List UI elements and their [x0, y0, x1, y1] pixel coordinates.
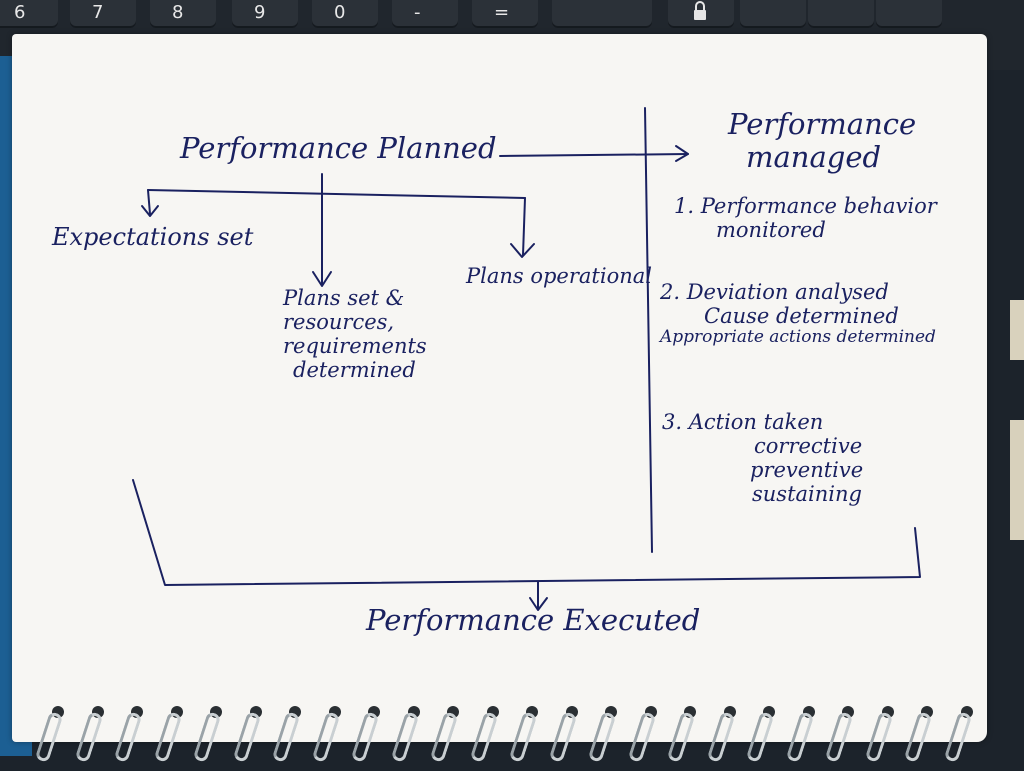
binding-hole — [684, 706, 696, 718]
label-line: 2. Deviation analysed — [660, 280, 889, 304]
key-blank — [876, 0, 942, 28]
arrowhead — [529, 597, 548, 611]
binding-hole — [605, 706, 617, 718]
label-line: corrective — [754, 434, 863, 459]
lock-icon — [694, 1, 706, 20]
step-2: 2. Deviation analysed Cause determined A… — [660, 280, 936, 348]
binding-hole — [960, 706, 973, 718]
node-expectations-set: Expectations set — [52, 223, 254, 251]
node-plans-set: Plans set & resources, requirements dete… — [283, 286, 427, 383]
key-0: 0 — [312, 0, 378, 28]
key-label: - — [414, 2, 421, 23]
key-7: 7 — [70, 0, 136, 28]
arrowhead — [312, 271, 332, 287]
key-label: 7 — [92, 2, 104, 23]
binding-hole — [210, 706, 222, 718]
key-minus: - — [392, 0, 458, 28]
label-line: Appropriate actions determined — [660, 327, 936, 348]
label-line: sustaining — [752, 482, 862, 507]
binding-hole — [842, 706, 854, 718]
binding-hole — [723, 706, 736, 718]
label-line: requirements — [283, 334, 427, 359]
node-performance-planned: Performance Planned — [180, 131, 497, 165]
node-label-line: managed — [746, 140, 882, 175]
key-label: 6 — [14, 2, 26, 23]
binding-hole — [921, 706, 933, 718]
node-performance-executed: Performance Executed — [366, 603, 701, 637]
label-line: resources, — [283, 310, 395, 335]
key-label: 9 — [254, 2, 266, 23]
binding-hole — [368, 706, 380, 718]
binding-hole — [447, 706, 459, 718]
label-line: Plans set & — [283, 286, 405, 310]
binding-hole — [881, 706, 894, 718]
binding-hole — [802, 706, 815, 718]
label-line: 1. Performance behavior — [674, 194, 937, 218]
step-1: 1. Performance behavior monitored — [674, 194, 937, 242]
binding-hole — [91, 706, 104, 718]
binding-hole — [328, 706, 341, 718]
key-label: = — [494, 2, 510, 23]
divider-line — [644, 107, 653, 553]
connector-to-operational — [522, 197, 526, 256]
key-label: 0 — [334, 2, 346, 23]
connector-to-expectations — [147, 189, 151, 215]
arrowhead — [510, 243, 535, 258]
binding-hole — [170, 706, 183, 718]
binding-hole — [486, 706, 499, 718]
key-blank — [808, 0, 874, 28]
node-plans-operational: Plans operational — [466, 264, 652, 288]
step-3: 3. Action taken corrective preventive su… — [662, 410, 863, 507]
binding-hole — [131, 706, 143, 718]
binding-hole — [52, 706, 64, 718]
key-backspace — [552, 0, 652, 28]
binding-hole — [407, 706, 420, 718]
arrowhead — [141, 205, 159, 217]
key-equals: = — [472, 0, 538, 28]
key-6: 6 — [0, 0, 58, 28]
label-line: 3. Action taken — [662, 410, 824, 434]
connector-planned-to-managed — [499, 153, 689, 157]
notebook-page — [12, 34, 987, 742]
label-line: determined — [293, 358, 416, 383]
binding-hole — [249, 706, 262, 718]
binding-hole — [644, 706, 657, 718]
binding-hole — [526, 706, 538, 718]
bottom-bracket — [132, 479, 921, 586]
label-line: Cause determined — [704, 304, 899, 329]
arrowhead — [675, 145, 689, 162]
binding-hole — [289, 706, 301, 718]
node-performance-managed: Performance managed — [728, 107, 917, 175]
key-8: 8 — [150, 0, 216, 28]
branch-line — [147, 189, 526, 199]
label-line: monitored — [716, 218, 826, 243]
binding-hole — [565, 706, 578, 718]
key-label: 8 — [172, 2, 184, 23]
background-paper — [1010, 300, 1024, 360]
key-blank — [740, 0, 806, 28]
key-lock — [668, 0, 734, 28]
node-label-line: Performance — [728, 107, 917, 141]
binding-hole — [763, 706, 775, 718]
label-line: preventive — [750, 458, 864, 483]
background-paper — [1010, 420, 1024, 540]
key-9: 9 — [232, 0, 298, 28]
